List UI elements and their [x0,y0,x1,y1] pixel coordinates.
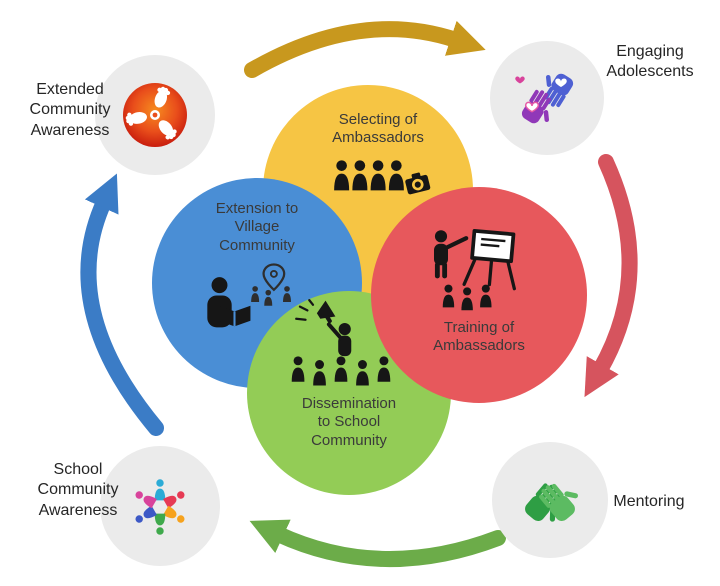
label-mentoring: Mentoring [613,493,685,510]
helping-hands-circle-icon [123,83,187,147]
node-label-training: Training of Ambassadors [433,319,525,355]
cycle-arrow-top [244,20,486,78]
supporting-hands-icon [522,473,587,531]
satellite-engaging-adolescents [490,41,604,155]
label-extended-community-awareness: Extended Community Awareness [29,81,111,139]
label-engaging-adolescents: Engaging Adolescents [606,43,694,81]
megaphone-crowd-icon [291,299,391,386]
ambassadors-group-icon [334,160,431,195]
village-outreach-icon [207,263,291,328]
node-label-dissemination: Dissemination to School Community [301,395,397,449]
satellite-mentoring [492,442,608,558]
node-label-selecting: Selecting of Ambassadors [332,111,424,147]
cycle-arrow-right [584,154,638,398]
node-label-extension: Extension to Village Community [215,200,299,254]
satellite-extended-community-awareness [95,55,215,175]
label-school-community-awareness: School Community Awareness [37,461,119,519]
cycle-arrow-bottom [249,519,506,567]
trainer-easel-icon [434,229,516,311]
cycle-arrow-left [80,173,164,436]
hands-with-hearts-icon [515,66,576,131]
satellite-school-community-awareness [100,446,220,566]
node-training-of-ambassadors: Training of Ambassadors [371,187,587,403]
